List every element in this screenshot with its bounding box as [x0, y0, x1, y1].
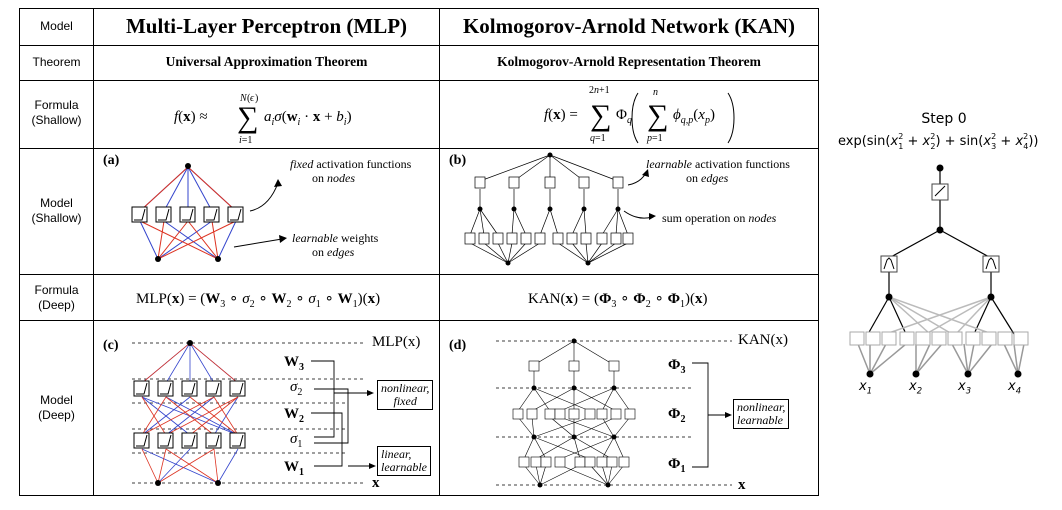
mlp-note-learnable: learnable weights on edges: [292, 231, 379, 259]
kan-input-label: x: [738, 477, 746, 493]
svg-text:q=1: q=1: [590, 133, 606, 144]
mlp-shallow-diagram: [131, 163, 287, 262]
svg-text:σ2: σ2: [290, 379, 302, 398]
row-label-formula-shallow: Formula (Shallow): [31, 98, 82, 127]
mlp-output-label: MLP(x): [372, 334, 421, 350]
mlp-box-nonlinear-fixed: nonlinear,fixed: [377, 380, 434, 410]
svg-text:KAN(x) = (Φ3 ∘ Φ2 ∘ Φ1)(x): KAN(x) = (Φ3 ∘ Φ2 ∘ Φ1)(x): [528, 291, 708, 310]
svg-text:ϕq,p(xp): ϕq,p(xp): [673, 107, 715, 126]
svg-text:ϵ: ϵ: [250, 93, 255, 104]
row-label-model-deep: Model (Deep): [38, 393, 75, 422]
svg-text:Φ2: Φ2: [668, 406, 685, 425]
mlp-input-label: x: [372, 475, 380, 491]
kan-box-nonlinear-learnable: nonlinear,learnable: [733, 399, 790, 429]
kan-deep-diagram: Φ3 Φ2 Φ1: [496, 338, 732, 488]
step-label: Step 0: [921, 111, 967, 127]
svg-text:): ): [255, 93, 258, 104]
svg-text:p=1: p=1: [646, 133, 663, 144]
mlp-shallow-formula: f(x) ≈ ∑ N(ϵ) i=1 aiσ(wi · x + bi): [174, 93, 352, 146]
input-x1: x1: [859, 379, 873, 396]
kan-output-label: KAN(x): [738, 332, 788, 348]
input-x3: x3: [958, 379, 972, 396]
svg-text:W2: W2: [284, 406, 304, 425]
svg-text:f(x) ≈: f(x) ≈: [174, 109, 208, 125]
kan-note-sum: sum operation on nodes: [662, 211, 777, 225]
svg-text:σ1: σ1: [290, 431, 302, 450]
svg-text:(: (: [247, 93, 251, 104]
svg-text:Φq: Φq: [616, 107, 632, 126]
svg-text:n: n: [653, 87, 658, 98]
svg-text:exp(sin(x21 + x22) + sin(x23 +: exp(sin(x21 + x22) + sin(x23 + x24)): [838, 132, 1038, 151]
mlp-box-linear-learnable: linear,learnable: [377, 446, 431, 476]
tag-c: (c): [103, 338, 119, 353]
svg-text:∑: ∑: [590, 99, 611, 132]
kan-note-learnable: learnable activation functions on edges: [646, 157, 790, 185]
svg-text:Φ1: Φ1: [668, 456, 685, 475]
kan-shallow-formula: f(x) = ∑ 2n+1 q=1 Φq ∑ n p=1 ϕq,p(xp): [544, 85, 735, 144]
kan-title: Kolmogorov-Arnold Network (KAN): [462, 14, 796, 38]
svg-text:W1: W1: [284, 459, 304, 478]
kan-theorem: Kolmogorov-Arnold Representation Theorem: [497, 54, 761, 69]
tag-b: (b): [449, 153, 467, 168]
header-model-label: Model: [40, 19, 73, 33]
kan-deep-formula: KAN(x) = (Φ3 ∘ Φ2 ∘ Φ1)(x): [528, 291, 708, 310]
mlp-deep-diagram: W3 σ2 W2 σ1 W1: [132, 340, 376, 486]
tag-a: (a): [103, 153, 120, 168]
svg-text:f(x) =: f(x) =: [544, 107, 578, 123]
row-label-model-shallow: Model (Shallow): [31, 196, 82, 225]
input-x2: x2: [909, 379, 923, 396]
row-label-theorem: Theorem: [32, 55, 81, 69]
svg-text:∑: ∑: [647, 99, 668, 132]
svg-text:Φ3: Φ3: [668, 357, 685, 376]
kan-shallow-diagram: [464, 152, 656, 266]
svg-text:2n+1: 2n+1: [589, 85, 610, 96]
svg-text:N: N: [239, 93, 248, 104]
mlp-note-fixed: fixed activation functions on nodes: [290, 157, 412, 185]
tag-d: (d): [449, 338, 467, 353]
row-label-formula-deep: Formula (Deep): [34, 283, 79, 312]
svg-text:MLP(x) = (W3 ∘ σ2 ∘ W2 ∘ σ1 ∘: MLP(x) = (W3 ∘ σ2 ∘ W2 ∘ σ1 ∘ W1)(x): [136, 291, 380, 310]
mlp-title: Multi-Layer Perceptron (MLP): [125, 14, 408, 38]
svg-text:∑: ∑: [237, 101, 258, 134]
svg-text:i=1: i=1: [239, 135, 252, 146]
svg-text:aiσ(wi · x + bi): aiσ(wi · x + bi): [264, 109, 352, 128]
input-x4: x4: [1008, 379, 1022, 396]
mlp-theorem: Universal Approximation Theorem: [165, 54, 368, 69]
mlp-deep-formula: MLP(x) = (W3 ∘ σ2 ∘ W2 ∘ σ1 ∘ W1)(x): [136, 291, 380, 310]
svg-text:W3: W3: [284, 354, 304, 373]
